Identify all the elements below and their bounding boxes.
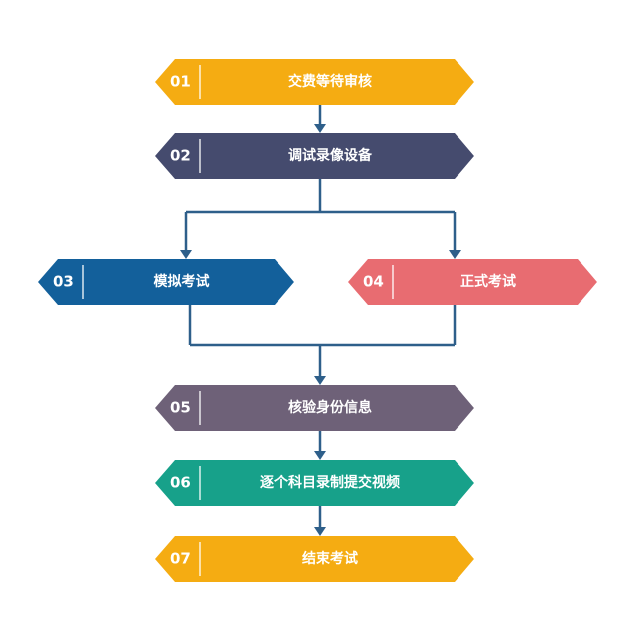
step-01-number: 01 bbox=[170, 72, 191, 91]
step-02-label: 调试录像设备 bbox=[288, 148, 372, 164]
step-03-banner bbox=[38, 259, 315, 305]
step-02-banner bbox=[155, 133, 495, 179]
step-04-banner bbox=[348, 259, 618, 305]
step-05-banner bbox=[155, 385, 495, 431]
step-02-number: 02 bbox=[170, 146, 191, 165]
step-06-label: 逐个科目录制提交视频 bbox=[260, 475, 400, 491]
step-06-banner bbox=[155, 460, 495, 506]
step-04-label: 正式考试 bbox=[460, 274, 516, 290]
step-03-label: 模拟考试 bbox=[153, 274, 210, 290]
step-06-number: 06 bbox=[170, 473, 191, 492]
step-04-number: 04 bbox=[363, 272, 384, 291]
step-07-label: 结束考试 bbox=[302, 551, 358, 567]
step-01-label: 交费等待审核 bbox=[288, 74, 372, 90]
step-05-number: 05 bbox=[170, 398, 191, 417]
step-07-banner bbox=[155, 536, 495, 582]
step-05-label: 核验身份信息 bbox=[288, 400, 372, 416]
step-07-number: 07 bbox=[170, 549, 191, 568]
step-03-number: 03 bbox=[53, 272, 74, 291]
step-01-banner bbox=[155, 59, 495, 105]
